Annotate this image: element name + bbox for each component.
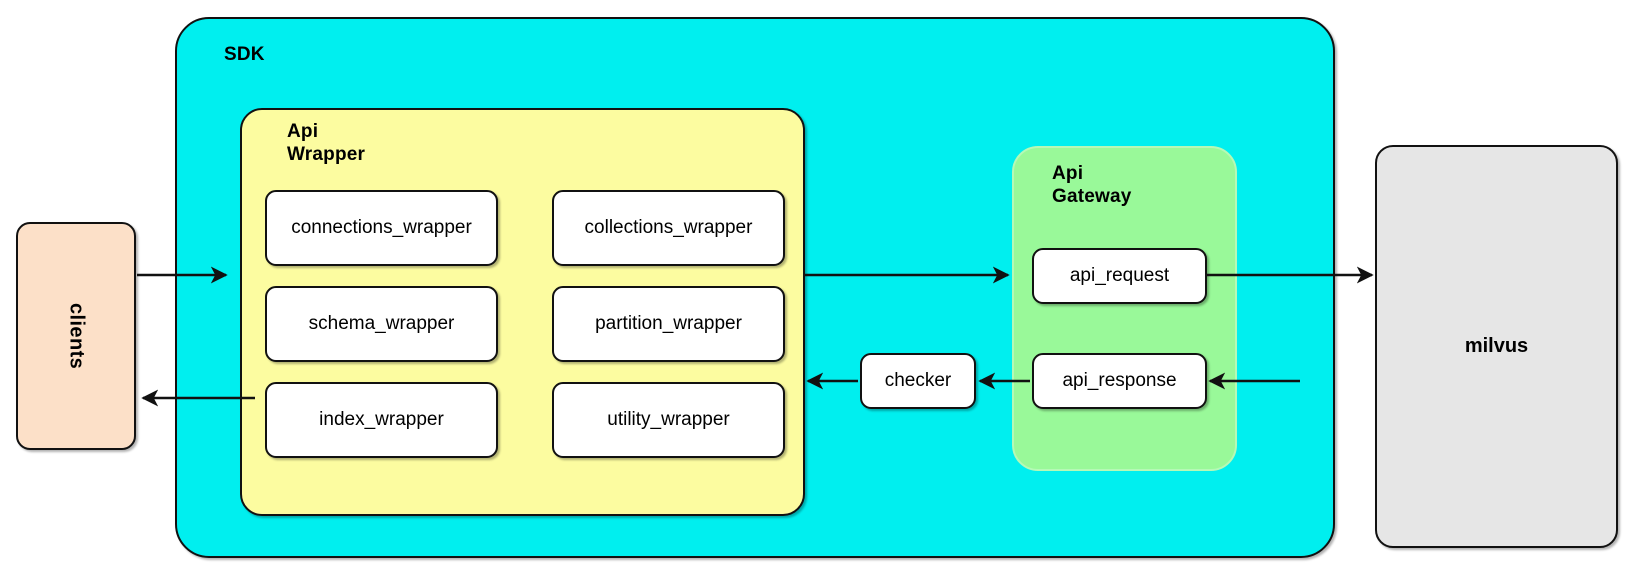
node-clients-label: clients xyxy=(65,302,88,370)
node-collections-wrapper[interactable]: collections_wrapper xyxy=(552,190,785,266)
group-api-gateway[interactable]: Api Gateway xyxy=(1012,146,1237,471)
node-milvus[interactable]: milvus xyxy=(1375,145,1618,548)
node-api-response[interactable]: api_response xyxy=(1032,353,1207,409)
group-sdk-label: SDK xyxy=(224,44,265,65)
node-index-wrapper[interactable]: index_wrapper xyxy=(265,382,498,458)
node-schema-wrapper[interactable]: schema_wrapper xyxy=(265,286,498,362)
group-api-gateway-label: Api Gateway xyxy=(1052,163,1132,208)
group-api-wrapper-label: Api Wrapper xyxy=(287,121,366,166)
node-utility-wrapper[interactable]: utility_wrapper xyxy=(552,382,785,458)
node-clients[interactable]: clients xyxy=(16,222,136,450)
node-connections-wrapper[interactable]: connections_wrapper xyxy=(265,190,498,266)
node-partition-wrapper[interactable]: partition_wrapper xyxy=(552,286,785,362)
node-api-request[interactable]: api_request xyxy=(1032,248,1207,304)
node-checker[interactable]: checker xyxy=(860,353,976,409)
